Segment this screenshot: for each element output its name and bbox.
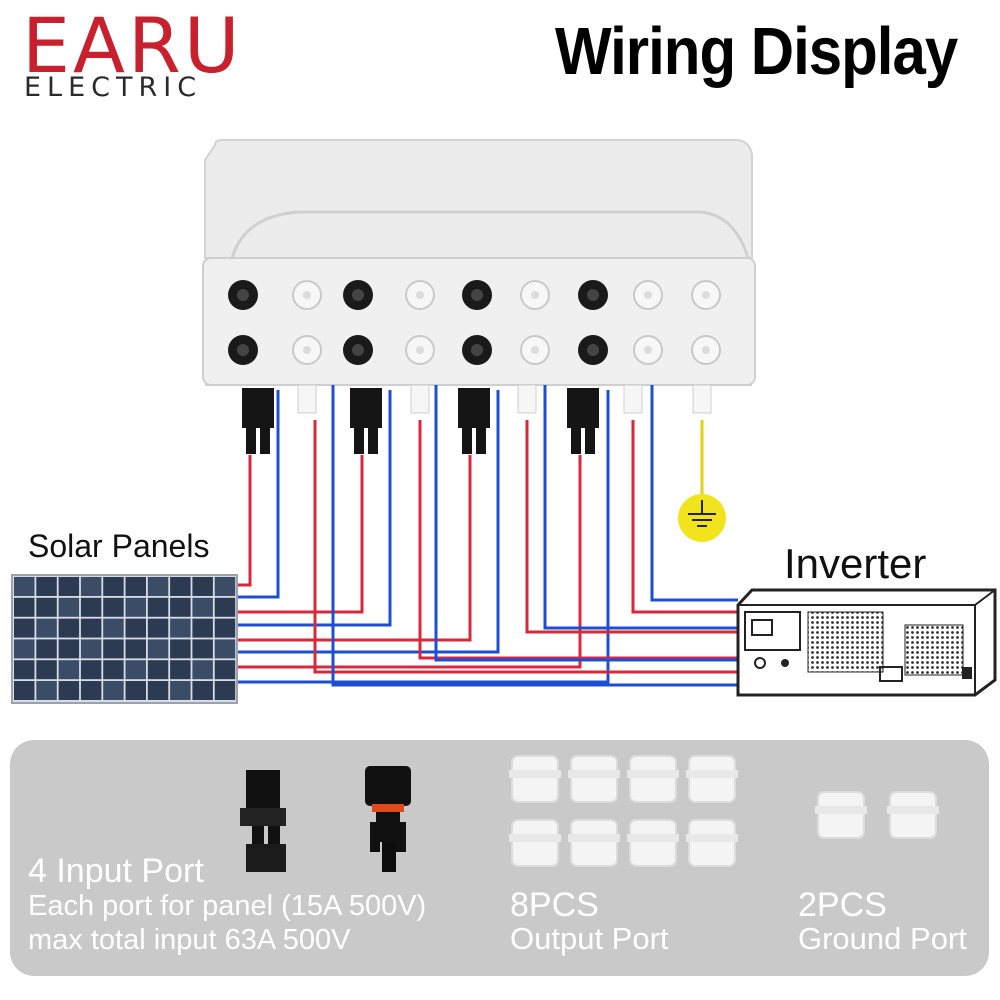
negative-wire <box>237 390 500 654</box>
ground-port-count: 2PCS <box>798 886 887 924</box>
legend-images <box>240 755 939 872</box>
negative-wire <box>237 390 610 684</box>
output-gland <box>623 384 643 414</box>
positive-wire <box>313 420 738 674</box>
cable-gland-images <box>509 755 939 867</box>
output-gland <box>692 384 712 414</box>
inverter-image <box>736 588 997 697</box>
cable-gland-image <box>570 819 618 867</box>
solar-panel-image <box>11 574 238 704</box>
cable-gland-image <box>688 755 736 803</box>
output-port-count: 8PCS <box>510 886 599 924</box>
positive-wire <box>525 420 738 634</box>
cable-gland-image <box>688 819 736 867</box>
negative-wire <box>434 385 738 662</box>
output-gland <box>297 384 317 414</box>
cable-gland-image <box>889 791 937 839</box>
output-gland <box>517 384 537 414</box>
positive-wire <box>237 455 364 614</box>
mc4-connector <box>458 388 490 428</box>
negative-wire <box>650 385 738 602</box>
cable-gland-image <box>629 755 677 803</box>
cable-gland-image <box>817 791 865 839</box>
positive-wire <box>237 455 582 669</box>
legend-panel: 4 Input Port Each port for panel (15A 50… <box>10 740 989 976</box>
input-port-title: 4 Input Port <box>28 852 204 890</box>
combiner-box <box>202 139 756 386</box>
cable-gland-image <box>511 819 559 867</box>
negative-wire <box>543 385 738 630</box>
positive-wire <box>237 455 252 587</box>
mc4-connector <box>242 388 274 428</box>
inverter-label: Inverter <box>784 540 927 587</box>
output-port-label: Output Port <box>510 921 669 956</box>
solar-panels-label: Solar Panels <box>28 528 210 564</box>
brand-logo-name: EARU <box>22 1 243 90</box>
negative-wire <box>237 390 280 599</box>
mc4-connectors <box>242 384 712 454</box>
ground-port-label: Ground Port <box>798 921 967 956</box>
ground-symbol-icon <box>678 420 726 542</box>
wires <box>237 385 738 687</box>
box-ports <box>228 280 721 365</box>
cable-gland-image <box>511 755 559 803</box>
positive-wire <box>418 420 738 660</box>
positive-wire <box>631 420 738 614</box>
wiring-diagram <box>11 139 997 704</box>
input-port-desc-2: max total input 63A 500V <box>28 924 351 956</box>
mc4-female-connector-image <box>240 770 286 872</box>
brand-logo-subtitle: ELECTRIC <box>24 72 203 103</box>
negative-wire <box>331 385 738 687</box>
cable-gland-image <box>629 819 677 867</box>
mc4-connector <box>350 388 382 428</box>
input-port-desc-1: Each port for panel (15A 500V) <box>28 890 427 922</box>
page-title: Wiring Display <box>555 13 958 89</box>
negative-wire <box>237 390 392 627</box>
mc4-male-connector-image <box>365 766 411 872</box>
cable-gland-image <box>570 755 618 803</box>
mc4-connector <box>567 388 599 428</box>
output-gland <box>410 384 430 414</box>
